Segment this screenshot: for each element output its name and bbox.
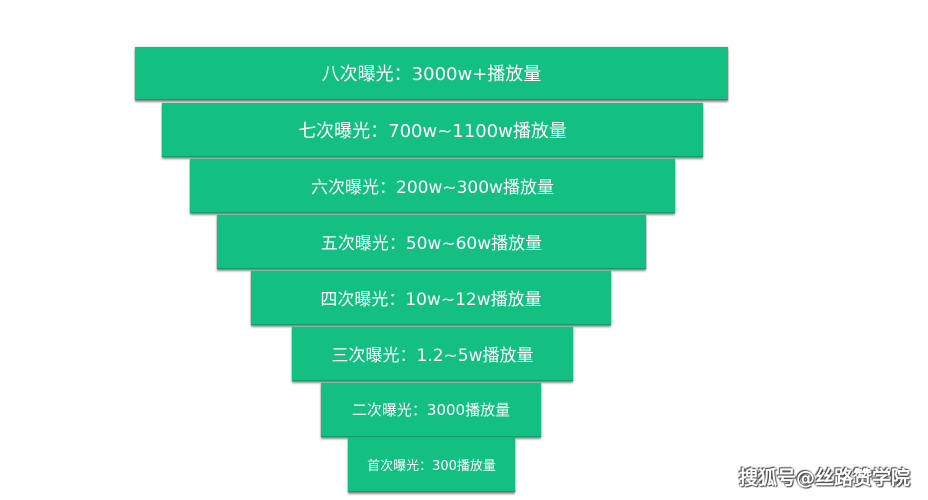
funnel-tier-6: 六次曝光：200w~300w播放量 (190, 159, 675, 213)
funnel-tier-4: 四次曝光：10w~12w播放量 (251, 271, 611, 325)
funnel-tier-label: 五次曝光：50w~60w播放量 (320, 234, 543, 254)
funnel-tier-label: 六次曝光：200w~300w播放量 (311, 178, 554, 198)
funnel-tier-8: 八次曝光：3000w+播放量 (135, 47, 728, 100)
funnel-tier-7: 七次曝光：700w~1100w播放量 (162, 103, 703, 157)
funnel-tier-1: 首次曝光：300播放量 (348, 438, 515, 492)
funnel-tier-label: 四次曝光：10w~12w播放量 (320, 290, 542, 310)
funnel-tier-label: 八次曝光：3000w+播放量 (321, 64, 542, 85)
funnel-tier-label: 二次曝光：3000播放量 (351, 401, 511, 419)
watermark-text: 搜狐号@丝路赞学院 (738, 467, 910, 489)
funnel-tier-5: 五次曝光：50w~60w播放量 (217, 215, 646, 269)
funnel-tier-label: 首次曝光：300播放量 (367, 459, 496, 474)
funnel-tier-label: 三次曝光：1.2~5w播放量 (331, 346, 534, 366)
funnel-tier-2: 二次曝光：3000播放量 (321, 383, 541, 437)
funnel-tier-3: 三次曝光：1.2~5w播放量 (292, 327, 573, 381)
funnel-tier-label: 七次曝光：700w~1100w播放量 (298, 120, 567, 142)
